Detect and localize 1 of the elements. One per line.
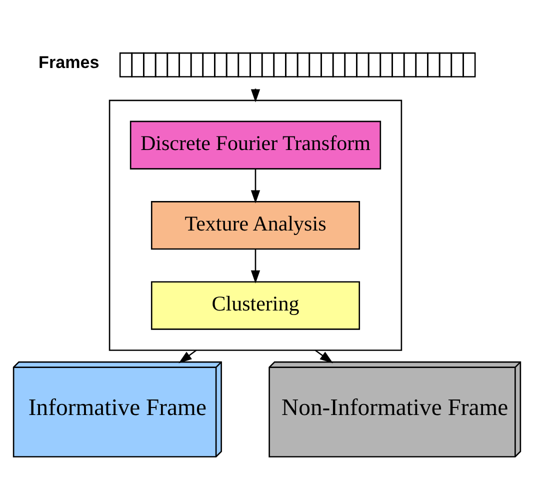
node-label: Frames — [38, 52, 100, 72]
